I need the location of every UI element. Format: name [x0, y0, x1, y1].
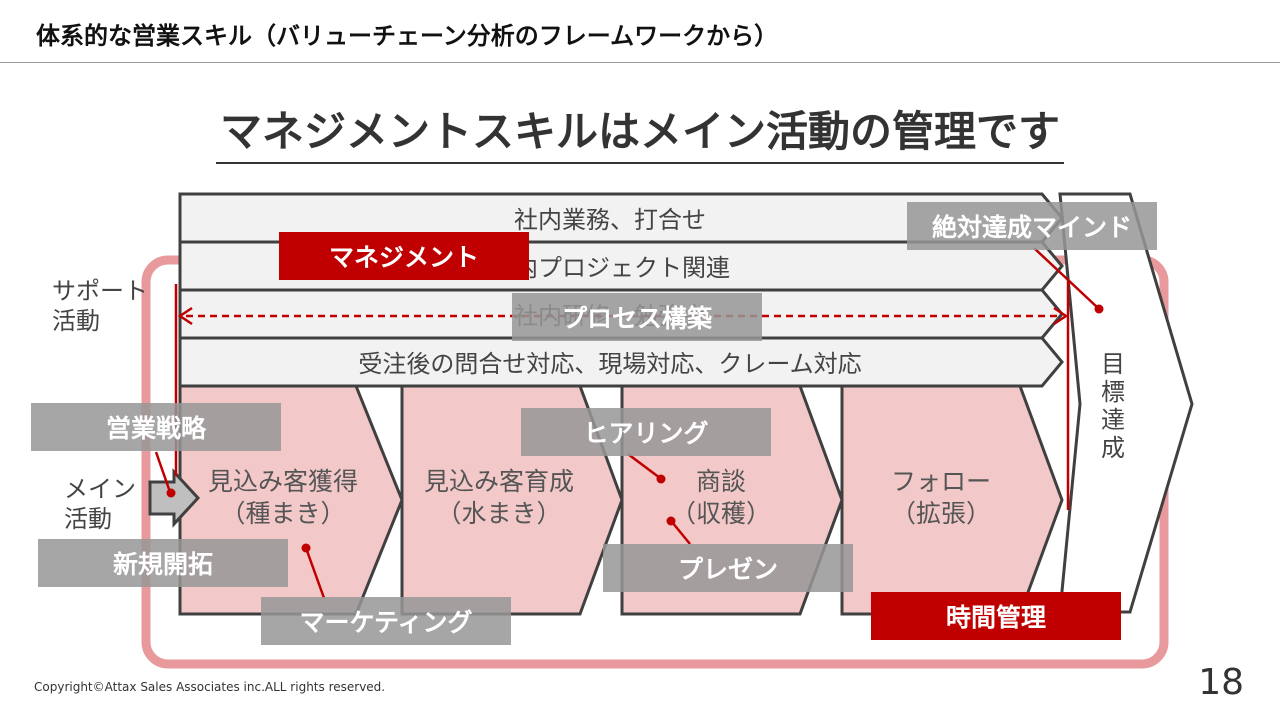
goal-char-4: 成 — [1101, 434, 1125, 462]
copyright-text: Copyright©Attax Sales Associates inc.ALL… — [34, 680, 386, 694]
sales-strategy-tag: 営業戦略 — [31, 403, 281, 451]
hearing-leader — [627, 453, 661, 479]
stage-1-title: 見込み客獲得 — [207, 467, 358, 496]
support-band-4-label: 受注後の問合せ対応、現場対応、クレーム対応 — [358, 350, 862, 378]
goal-chevron-shape — [1058, 192, 1194, 614]
hearing-tag: ヒアリング — [521, 408, 771, 456]
stage-3-title: 商談 — [695, 467, 746, 496]
slide-title: マネジメントスキルはメイン活動の管理です — [0, 98, 1280, 164]
hearing-dot — [656, 474, 666, 484]
marketing-tag: マーケティング — [261, 597, 511, 645]
header-title: 体系的な営業スキル（バリューチェーン分析のフレームワークから） — [36, 22, 779, 50]
stage-2-title: 見込み客育成 — [423, 467, 574, 496]
stage-4-title: フォロー — [890, 467, 991, 496]
stage-4-subtitle: （拡張） — [890, 499, 991, 528]
header-divider — [0, 62, 1280, 63]
management-tag: マネジメント — [279, 232, 529, 280]
stage-3-subtitle: （収穫） — [670, 499, 771, 528]
goal-char-1: 目 — [1101, 350, 1125, 378]
goal-char-2: 標 — [1101, 378, 1125, 406]
process-building-tag: プロセス構築 — [512, 293, 762, 341]
sales-strategy-leader — [154, 451, 172, 493]
main-activity-line-2: 活動 — [64, 505, 112, 533]
sales-strategy-dot — [166, 488, 176, 498]
goal-char-3: 達 — [1101, 406, 1125, 434]
absolute-mind-dot — [1094, 304, 1104, 314]
support-band-2-label: 社内プロジェクト関連 — [490, 254, 730, 282]
presentation-tag: プレゼン — [603, 544, 853, 592]
absolute-mind-tag: 絶対達成マインド — [907, 202, 1157, 250]
stage-4-label: フォロー （拡張） — [846, 466, 1036, 530]
stage-2-label: 見込み客育成 （水まき） — [404, 466, 594, 530]
support-band-1-label: 社内業務、打合せ — [514, 206, 706, 234]
stage-2-subtitle: （水まき） — [436, 499, 562, 528]
stage-1-label: 見込み客獲得 （種まき） — [188, 466, 378, 530]
slide-title-text: マネジメントスキルはメイン活動の管理です — [215, 107, 1064, 164]
new-business-tag: 新規開拓 — [38, 539, 288, 587]
marketing-leader — [304, 547, 326, 599]
time-management-tag: 時間管理 — [871, 592, 1121, 640]
main-activity-line-1: メイン — [64, 475, 136, 503]
presentation-leader — [671, 521, 691, 545]
main-activity-arrow — [148, 468, 201, 528]
process-arrowhead-right — [1053, 306, 1069, 326]
support-activity-line-1: サポート — [52, 277, 148, 305]
stage-3-label: 商談 （収穫） — [626, 466, 816, 530]
support-activity-label: サポート 活動 — [52, 276, 148, 336]
page-number: 18 — [1198, 662, 1244, 703]
support-activity-line-2: 活動 — [52, 307, 100, 335]
absolute-mind-leader — [1033, 247, 1099, 309]
process-arrowhead-left — [177, 306, 193, 326]
marketing-dot — [301, 543, 311, 553]
stage-1-subtitle: （種まき） — [220, 499, 346, 528]
presentation-dot — [666, 516, 676, 526]
support-band-4-shape — [178, 336, 1064, 388]
goal-label: 目 標 達 成 — [1098, 350, 1128, 462]
main-activity-label: メイン 活動 — [64, 474, 136, 534]
